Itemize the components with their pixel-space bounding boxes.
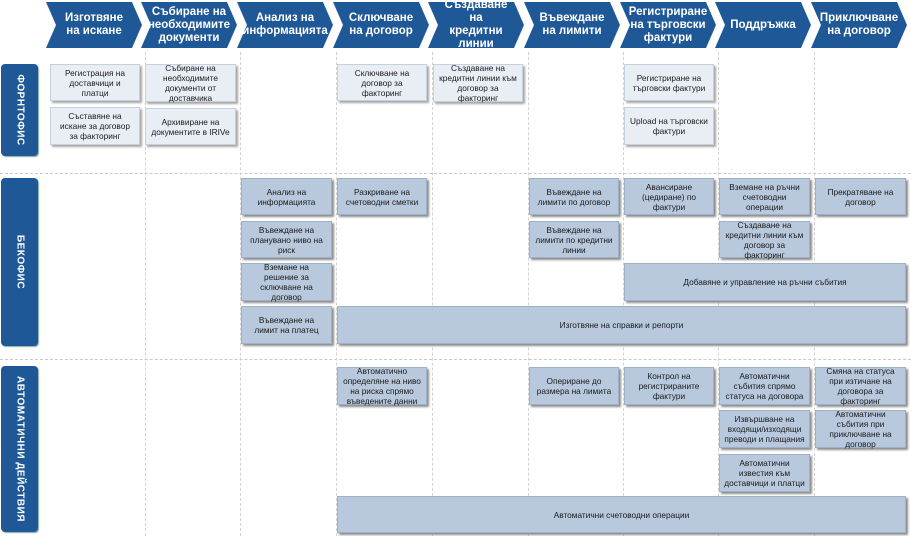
step-change-status[interactable]: Смяна на статуса при изтичане на договор… [815,366,906,406]
step-notices[interactable]: Автоматични известия към доставчици и пл… [719,454,810,492]
step-auto-events-close[interactable]: Автоматични събития при приключване на д… [815,409,906,449]
step-create-credit-lines[interactable]: Създаване на кредитни линии към договор … [433,63,523,103]
phase-label: Създаване на кредитни линии [444,0,508,50]
step-sign-contract[interactable]: Сключване на договор за факторинг [337,64,427,101]
step-operate-limit[interactable]: Опериране до размера на лимита [529,367,619,405]
phase-chevron: Поддръжка [715,2,811,48]
phase-label: Събиране на необходимите документи [147,5,231,44]
lane-label: АВТОМАТИЧНИ ДЕЙСТВИЯ [14,376,25,522]
step-reports[interactable]: Изготвяне на справки и репорти [337,306,906,344]
lane-front-office: ФОРНТОФИС [1,64,38,156]
phase-label: Изготвяне на искане [65,12,123,37]
phase-label: Сключване на договор [348,12,414,37]
step-risk-auto[interactable]: Автоматично определяне на ниво на риска … [337,366,427,406]
lane-automatic-actions: АВТОМАТИЧНИ ДЕЙСТВИЯ [1,366,38,532]
step-advance-invoices[interactable]: Авансиране (цедиране) по фактури [624,178,714,215]
column-divider [145,52,146,536]
step-manual-events[interactable]: Добавяне и управление на ръчни събития [624,263,906,301]
step-payer-limits[interactable]: Въвеждане на лимит на платец [241,306,332,344]
step-risk-level[interactable]: Въвеждане на планувано ниво на риск [241,221,332,258]
phase-label: Анализ на информацията [242,12,328,37]
phase-chevron: Приключване на договор [811,2,907,48]
step-contract-request[interactable]: Съставяне на искане за договор за фактор… [50,107,140,145]
step-auto-accounting[interactable]: Автоматични счетоводни операции [337,496,906,533]
step-control-invoices[interactable]: Контрол на регистрираните фактури [624,367,714,405]
step-open-accounts[interactable]: Разкриване на счетоводни сметки [337,178,427,215]
step-register-invoices[interactable]: Регистриране на търговски фактури [624,64,714,101]
step-payments[interactable]: Извършване на входящи/изходящи преводи и… [719,410,810,448]
step-collect-documents[interactable]: Събиране на необходимите документи от до… [145,63,236,103]
step-upload-invoices[interactable]: Upload на търговски фактури [624,107,714,145]
column-divider [240,52,241,536]
phase-label: Поддръжка [730,18,796,31]
step-limits-contract[interactable]: Въвеждане на лимити по договор [529,178,619,215]
lane-label: БЕКОФИС [14,234,25,290]
step-manual-operations[interactable]: Вземане на ръчни счетоводни операции [719,178,810,215]
step-create-credit-lines-bo[interactable]: Създаване на кредитни линии към договор … [719,220,810,260]
lane-divider-back-auto [0,359,911,360]
phase-chevron: Анализ на информацията [237,2,333,48]
step-decision[interactable]: Вземане на решение за сключване на догов… [241,262,332,302]
phase-chevron: Регистриране на търговски фактури [620,2,716,48]
phase-chevron: Въвеждане на лимити [524,2,620,48]
step-limits-credit-lines[interactable]: Въвеждане на лимити по кредитни линии [529,221,619,258]
phase-chevron: Изготвяне на искане [46,2,142,48]
lane-back-office: БЕКОФИС [1,178,38,346]
step-terminate-contract[interactable]: Прекратяване на договор [815,178,906,215]
phase-label: Регистриране на търговски фактури [628,5,708,44]
phase-chevron: Сключване на договор [333,2,429,48]
lane-divider-front-back [0,173,911,174]
column-divider [432,52,433,536]
phase-label: Приключване на договор [819,12,899,37]
step-analysis[interactable]: Анализ на информацията [241,178,332,215]
step-auto-events-status[interactable]: Автоматични събития спрямо статуса на до… [719,367,810,405]
lane-label: ФОРНТОФИС [14,74,25,146]
step-register-suppliers[interactable]: Регистрация на доставчици и платци [50,64,140,101]
step-archive-documents[interactable]: Архивиране на документите в IRIVe [145,108,236,145]
phase-chevron: Създаване на кредитни линии [428,0,524,50]
column-divider [336,52,337,536]
phase-label: Въвеждане на лимити [539,12,605,37]
column-divider [528,52,529,536]
column-divider [623,52,624,536]
phase-chevron: Събиране на необходимите документи [141,2,237,48]
